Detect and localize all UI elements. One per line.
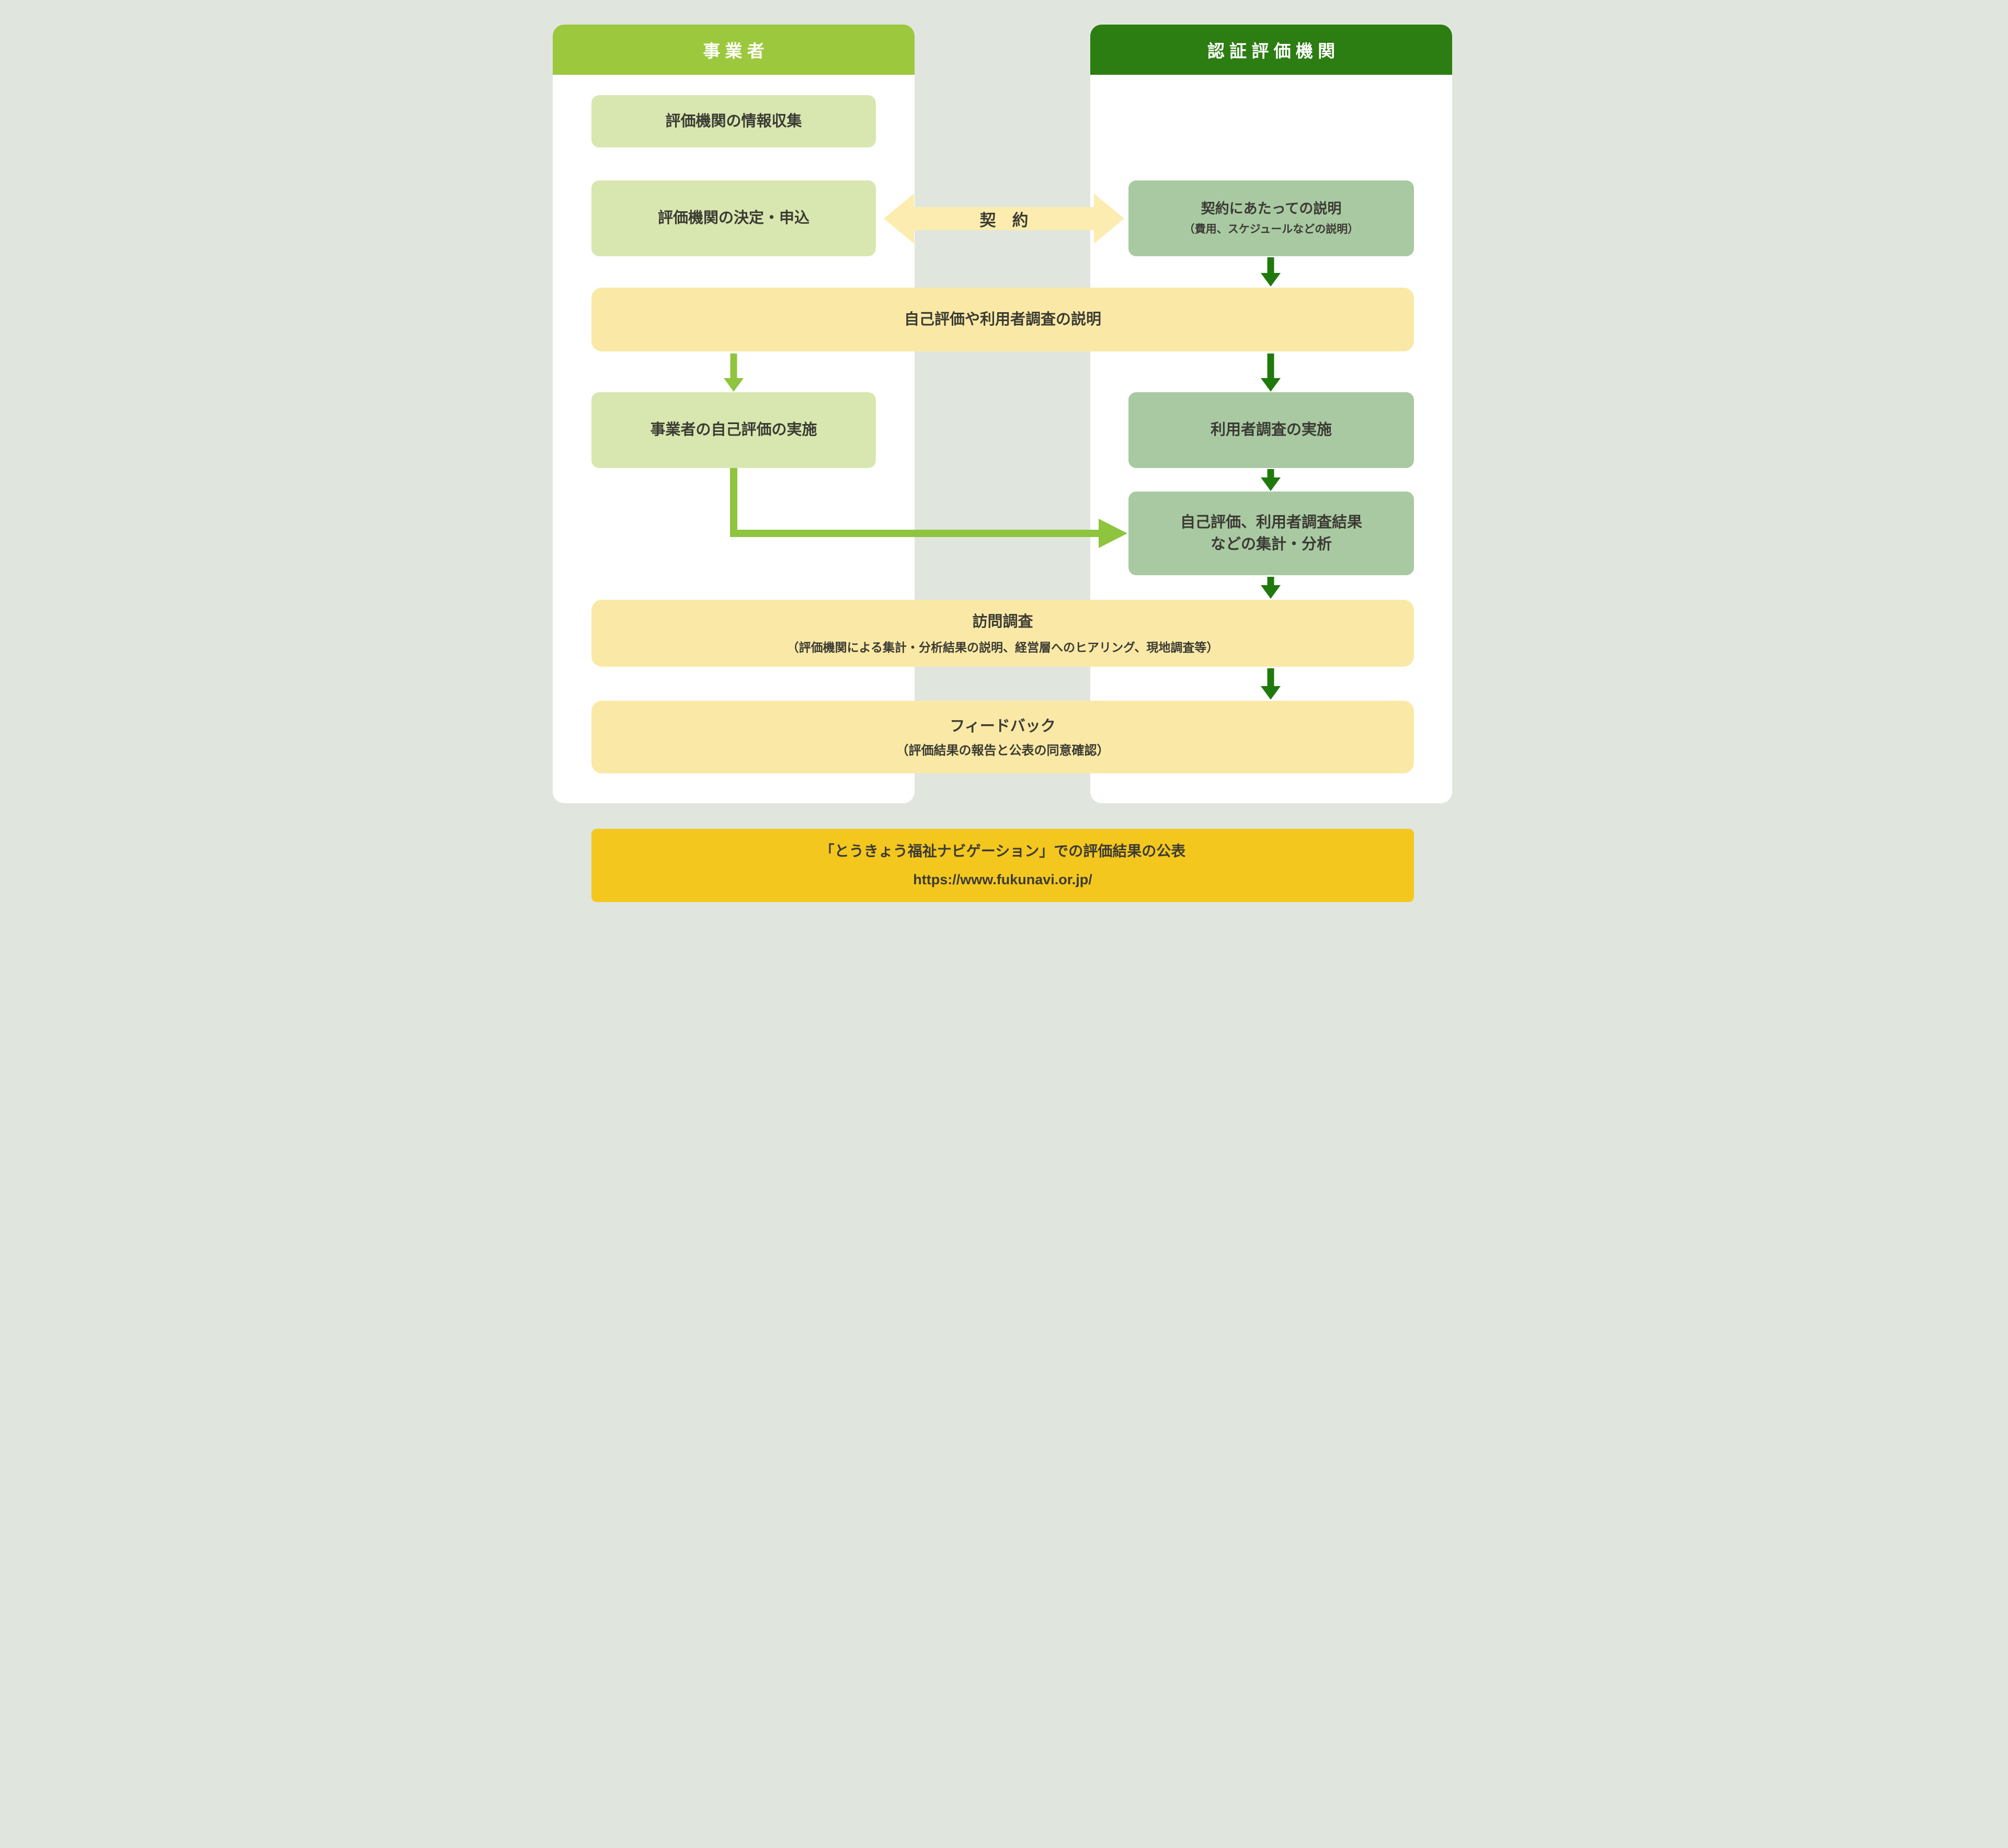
bar-feedback-subtitle: （評価結果の報告と公表の同意確認） [896, 743, 1110, 758]
node-user-survey: 利用者調査の実施 [1128, 392, 1414, 468]
column-header-evaluator-label: 認証評価機関 [1207, 41, 1340, 61]
node-info-gathering: 評価機関の情報収集 [591, 95, 876, 147]
down-arrow-icon [1261, 353, 1281, 392]
contract-label: 契 約 [979, 211, 1029, 230]
bar-publication: 「とうきょう福祉ナビゲーション」での評価結果の公表 https://www.fu… [591, 829, 1414, 902]
node-info-gathering-label: 評価機関の情報収集 [665, 112, 802, 130]
node-contract-explanation: 契約にあたっての説明 （費用、スケジュールなどの説明） [1128, 180, 1414, 256]
flowchart-canvas: 事業者 認証評価機関 評価機関の情報収集 評価機関の決定・申込 契 約 契約にあ… [502, 0, 1506, 924]
elbow-arrow-icon [730, 468, 1127, 552]
bar-publication-url: https://www.fukunavi.or.jp/ [913, 871, 1092, 887]
column-header-business: 事業者 [553, 25, 915, 75]
bar-survey-explanation: 自己評価や利用者調査の説明 [591, 288, 1414, 351]
bar-site-visit: 訪問調査 （評価機関による集計・分析結果の説明、経営層へのヒアリング、現地調査等… [591, 600, 1414, 667]
node-user-survey-label: 利用者調査の実施 [1210, 421, 1332, 439]
down-arrow-icon [1261, 668, 1281, 700]
node-aggregation-line2: などの集計・分析 [1210, 536, 1332, 553]
bar-survey-explanation-label: 自己評価や利用者調査の説明 [904, 311, 1101, 328]
bar-site-visit-subtitle: （評価機関による集計・分析結果の説明、経営層へのヒアリング、現地調査等） [786, 641, 1219, 655]
contract-double-arrow-icon [884, 193, 1124, 244]
bar-feedback-title: フィードバック [950, 717, 1056, 735]
contract-arrow-label-box: 契 約 [884, 193, 1124, 244]
down-arrow-icon [1261, 469, 1281, 491]
node-decide-apply: 評価機関の決定・申込 [591, 180, 876, 256]
node-decide-apply-label: 評価機関の決定・申込 [657, 210, 809, 227]
node-aggregation-line1: 自己評価、利用者調査結果 [1180, 514, 1362, 531]
column-header-business-label: 事業者 [703, 41, 769, 61]
down-arrow-icon [1261, 257, 1281, 287]
bar-site-visit-title: 訪問調査 [972, 613, 1033, 631]
column-header-evaluator: 認証評価機関 [1090, 25, 1452, 75]
down-arrow-icon [1261, 577, 1281, 599]
bar-publication-title: 「とうきょう福祉ナビゲーション」での評価結果の公表 [819, 843, 1186, 860]
node-contract-explanation-subtitle: （費用、スケジュールなどの説明） [1183, 223, 1359, 236]
down-arrow-light-icon [724, 353, 744, 392]
node-self-evaluation: 事業者の自己評価の実施 [591, 392, 876, 468]
node-self-evaluation-label: 事業者の自己評価の実施 [650, 421, 817, 439]
bar-feedback: フィードバック （評価結果の報告と公表の同意確認） [591, 701, 1414, 773]
node-contract-explanation-title: 契約にあたっての説明 [1201, 201, 1342, 217]
node-aggregation: 自己評価、利用者調査結果 などの集計・分析 [1128, 492, 1414, 575]
